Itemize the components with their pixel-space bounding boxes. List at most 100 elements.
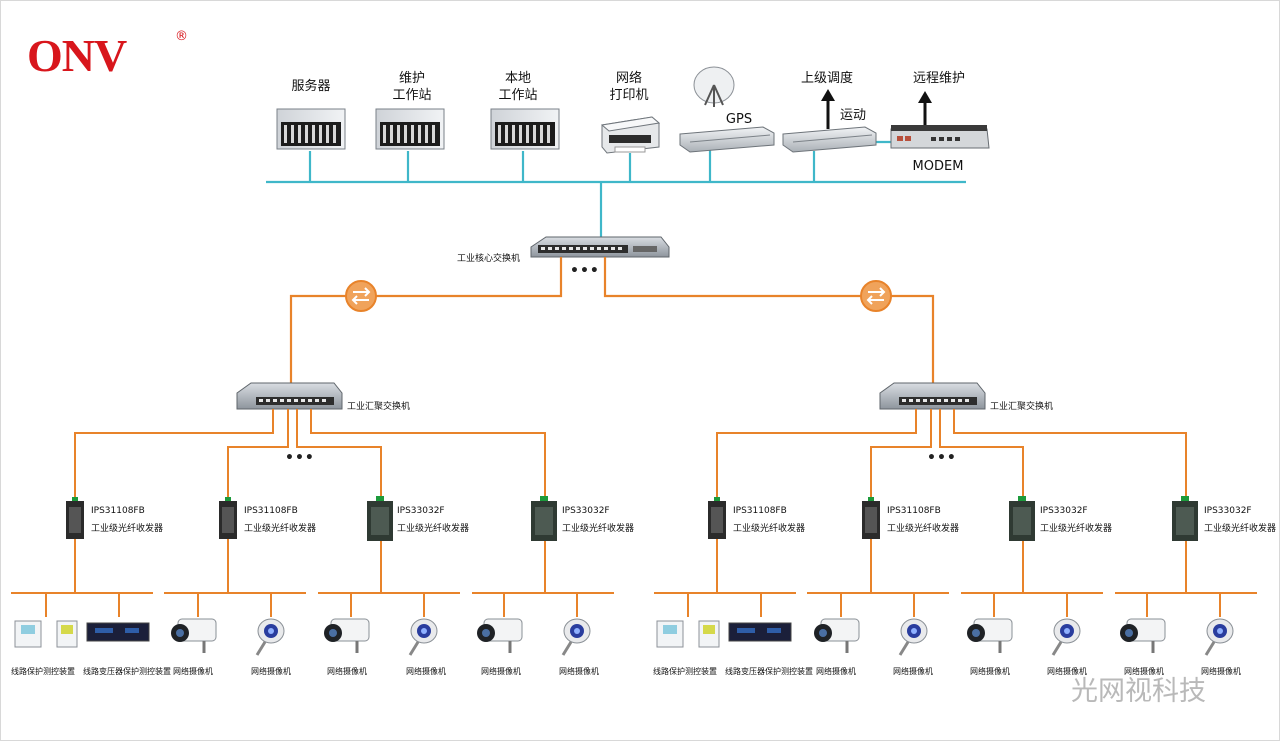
line-protection-label: 线路保护测控装置 [11,667,75,676]
maintenance-ws-label-1: 维护 [398,71,426,86]
printer-label-2: 打印机 [609,88,649,103]
dome-camera-icon [898,618,928,656]
device-buses [11,539,1257,617]
transformer-protection-label: 线路变压器保护测控装置 [725,667,813,676]
camera-label: 网络摄像机 [406,667,446,676]
gps-label: GPS [725,112,753,127]
dispatch-label: 上级调度 [800,71,854,86]
access-model-label: IPS33032F [562,506,610,516]
transformer-protection-label: 线路变压器保护测控装置 [83,667,171,676]
bullet-camera-icon [1120,618,1166,653]
access-model-label: IPS31108FB [91,506,145,516]
ips31108fb-switch-icon [66,497,84,539]
server-icon [276,108,346,150]
access-model-label: IPS31108FB [244,506,298,516]
ips31108fb-switch-icon [708,497,726,539]
ethernet-bus [266,140,966,239]
bullet-cameras [171,618,1166,653]
registered-mark: ® [175,29,188,44]
access-model-label: IPS31108FB [887,506,941,516]
ellipsis-core: ••• [570,263,600,279]
access-desc-label: 工业级光纤收发器 [1040,524,1113,534]
bullet-camera-icon [967,618,1013,653]
ellipsis-left: ••• [285,450,315,466]
bullet-camera-icon [814,618,860,653]
bullet-camera-icon [171,618,217,653]
dispatch-rack-server-icon [782,126,877,153]
local-workstation-icon [490,108,560,150]
server-label: 服务器 [291,79,331,94]
remote-arrow-icon [918,91,932,125]
maintenance-ws-label-2: 工作站 [392,88,432,103]
line-protection-label: 线路保护测控装置 [653,667,717,676]
camera-label: 网络摄像机 [173,667,213,676]
dome-camera-icon [561,618,591,656]
bullet-camera-icon [477,618,523,653]
access-model-label: IPS31108FB [733,506,787,516]
aggregation-switch-icon [879,382,986,410]
camera-label: 网络摄像机 [1124,667,1164,676]
access-model-label: IPS33032F [1204,506,1252,516]
transformer-protection-device-icon [728,622,792,642]
core-switch-label: 工业核心交换机 [457,254,521,264]
maintenance-workstation-icon [375,108,445,150]
fiber-converter-icon [345,280,377,312]
gps-rack-server-icon [679,126,775,153]
access-desc-label: 工业级光纤收发器 [887,524,960,534]
onv-logo: ONV [27,30,127,81]
access-desc-label: 工业级光纤收发器 [562,524,635,534]
access-model-label: IPS33032F [397,506,445,516]
camera-label: 网络摄像机 [559,667,599,676]
printer-icon [600,116,661,154]
uplink-arrow-icon [821,89,835,129]
ellipsis-right: ••• [927,450,957,466]
dome-camera-icon [1051,618,1081,656]
camera-label: 网络摄像机 [816,667,856,676]
gps-dish-icon [693,66,735,107]
line-protection-device-icon [656,620,720,648]
dome-camera-icon [255,618,285,656]
fiber-access-right [716,409,1187,501]
core-switch-icon [530,236,670,258]
modem-label: MODEM [912,159,964,174]
remote-label: 远程维护 [912,71,966,86]
printer-label-1: 网络 [615,71,643,86]
fiber-converter-icon [860,280,892,312]
local-ws-label-1: 本地 [504,71,532,86]
access-desc-label: 工业级光纤收发器 [1204,524,1277,534]
aggregation-switch-label-right: 工业汇聚交换机 [990,402,1054,412]
ips31108fb-switch-icon [862,497,880,539]
access-desc-label: 工业级光纤收发器 [91,524,164,534]
camera-label: 网络摄像机 [481,667,521,676]
camera-label: 网络摄像机 [1047,667,1087,676]
dome-cameras [255,618,1234,656]
ips31108fb-switch-icon [219,497,237,539]
bullet-camera-icon [324,618,370,653]
ips33032f-converter-icon [1009,496,1035,541]
fiber-backbone [289,257,935,385]
access-desc-label: 工业级光纤收发器 [244,524,317,534]
ips33032f-converter-icon [531,496,557,541]
transformer-protection-device-icon [86,622,150,642]
local-ws-label-2: 工作站 [498,88,538,103]
fiber-access-left [74,409,546,501]
camera-label: 网络摄像机 [1201,667,1241,676]
ips33032f-converter-icon [1172,496,1198,541]
camera-label: 网络摄像机 [893,667,933,676]
aggregation-switch-label-left: 工业汇聚交换机 [347,402,411,412]
dome-camera-icon [408,618,438,656]
camera-label: 网络摄像机 [970,667,1010,676]
access-model-label: IPS33032F [1040,506,1088,516]
access-desc-label: 工业级光纤收发器 [733,524,806,534]
camera-label: 网络摄像机 [251,667,291,676]
aggregation-switch-icon [236,382,343,410]
modem-icon [890,125,990,149]
access-desc-label: 工业级光纤收发器 [397,524,470,534]
watermark-text: 光网视科技 [1071,676,1206,707]
line-protection-device-icon [14,620,78,648]
dome-camera-icon [1204,618,1234,656]
dispatch-sub-label: 运动 [839,108,867,123]
ips33032f-converter-icon [367,496,393,541]
